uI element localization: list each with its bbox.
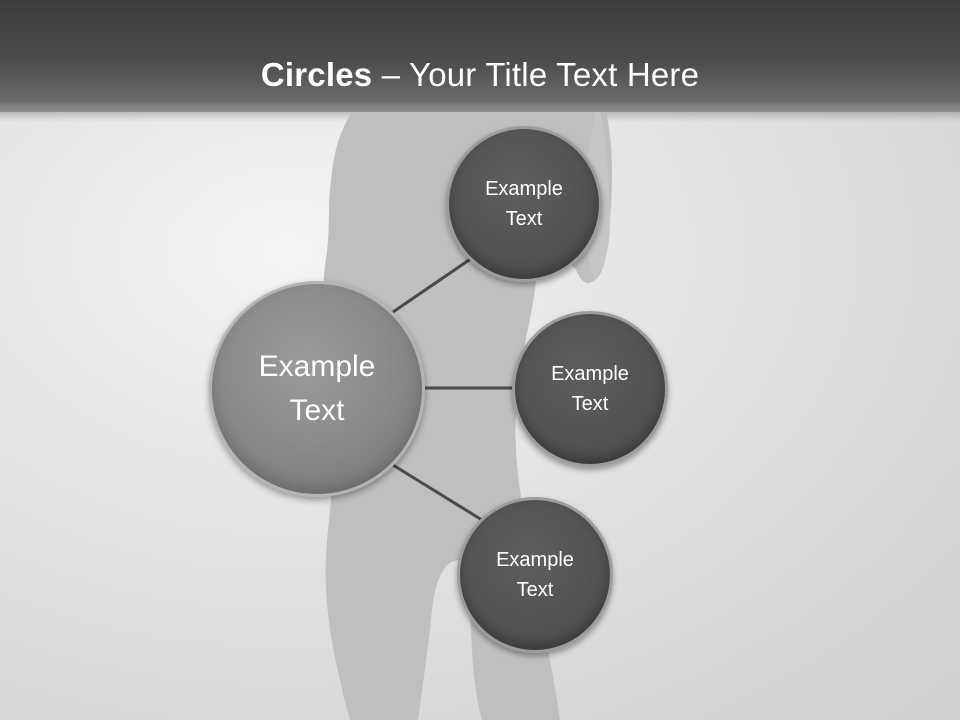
satellite-circle-text: Example Text bbox=[496, 549, 574, 601]
title-rest: – Your Title Text Here bbox=[372, 56, 700, 93]
satellite-circle-text: Example Text bbox=[485, 178, 563, 230]
satellite-circle-top[interactable]: Example Text bbox=[446, 126, 602, 282]
title-bold: Circles bbox=[260, 56, 373, 93]
center-circle[interactable]: Example Text bbox=[209, 281, 425, 497]
connector-to-top-circle bbox=[392, 256, 473, 314]
connector-to-bottom-circle bbox=[392, 463, 483, 522]
center-circle-text: Example Text bbox=[258, 350, 376, 427]
satellite-circle-bottom[interactable]: Example Text bbox=[457, 497, 613, 653]
satellite-circle-text: Example Text bbox=[551, 363, 629, 415]
satellite-circle-middle[interactable]: Example Text bbox=[512, 311, 668, 467]
slide-title: Circles – Your Title Text Here bbox=[0, 52, 960, 98]
